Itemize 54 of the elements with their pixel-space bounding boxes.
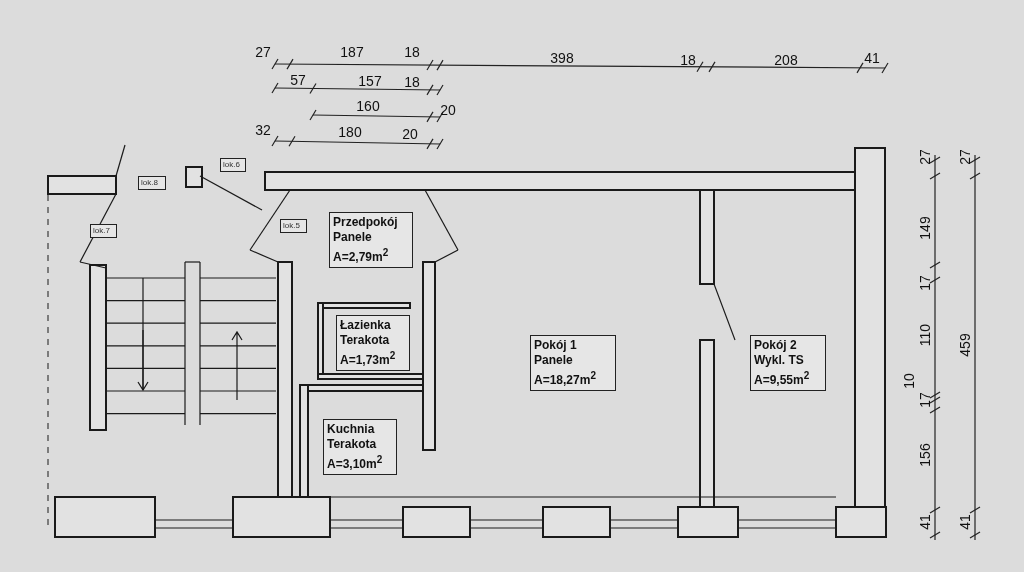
dimension-label: 17: [917, 275, 933, 291]
dimension-label: 110: [917, 323, 933, 347]
floor-type: Panele: [534, 353, 574, 368]
room-label: [530, 335, 616, 391]
room-name: Kuchnia: [327, 422, 376, 437]
unit-number: lok.5: [283, 220, 301, 231]
dimension-label: 32: [255, 122, 271, 138]
floor-type: Wykl. TS: [754, 353, 805, 368]
room-name: Pokój 1: [534, 338, 578, 353]
room-name: Pokój 2: [754, 338, 798, 353]
unit-tag: [90, 224, 117, 238]
dimension-label: 27: [957, 149, 973, 165]
unit-number: lok.8: [141, 177, 159, 188]
dimension-label: 398: [550, 50, 574, 66]
room-label: [329, 212, 413, 268]
dimension-label: 187: [340, 44, 364, 60]
dimension-label: 180: [338, 124, 362, 140]
room-label: [336, 315, 410, 371]
dimension-label: 41: [917, 514, 933, 530]
dimension-label: 41: [864, 50, 880, 66]
unit-tag: [138, 176, 166, 190]
floor-type: Panele: [333, 230, 373, 245]
dimension-label: 18: [404, 44, 420, 60]
dimension-label: 160: [356, 98, 380, 114]
room-label: [323, 419, 397, 475]
unit-tag: [220, 158, 246, 172]
dimension-label: 208: [774, 52, 798, 68]
dimension-label: 10: [901, 373, 917, 389]
unit-tag: [280, 219, 307, 233]
area-value: A=1,73m$^{2}$: [340, 349, 397, 368]
dimension-label: 41: [957, 514, 973, 530]
area-value: A=18,27m$^{2}$: [534, 369, 597, 388]
dimension-label: 27: [917, 149, 933, 165]
dimension-label: 149: [917, 216, 933, 240]
floor-type: Terakota: [327, 437, 378, 452]
unit-number: lok.7: [93, 225, 111, 236]
area-value: A=3,10m$^{2}$: [327, 453, 384, 472]
room-name: Przedpokój: [333, 215, 399, 230]
unit-number: lok.6: [223, 159, 241, 170]
dimension-label: 17: [917, 392, 933, 408]
room-label: [750, 335, 826, 391]
dimension-label: 157: [358, 73, 382, 89]
room-name: Łazienka: [340, 318, 392, 333]
dimension-label: 18: [404, 74, 420, 90]
dimension-label: 57: [290, 72, 306, 88]
area-value: A=9,55m$^{2}$: [754, 369, 811, 388]
dimension-label: 20: [440, 102, 456, 118]
dimension-label: 27: [255, 44, 271, 60]
dimension-label: 20: [402, 126, 418, 142]
dimension-label: 156: [917, 443, 933, 467]
area-value: A=2,79m$^{2}$: [333, 246, 390, 265]
floor-type: Terakota: [340, 333, 391, 348]
dimension-label: 18: [680, 52, 696, 68]
dimension-label: 459: [957, 333, 973, 357]
